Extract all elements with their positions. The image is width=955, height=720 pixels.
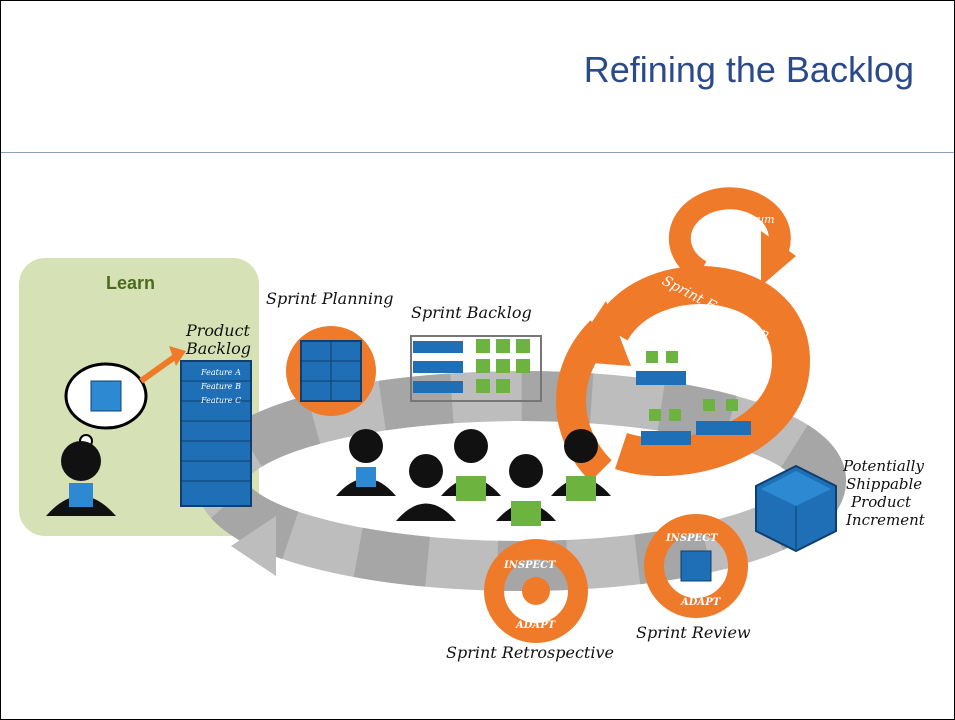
- increment-line2: Shippable: [846, 475, 923, 493]
- sprint-backlog-label: Sprint Backlog: [411, 303, 532, 322]
- sprint-planning-icon: [286, 326, 376, 416]
- retrospective-icon: [484, 539, 588, 643]
- product-backlog-stack: [180, 360, 252, 507]
- daily-scrum-arrow: [668, 187, 796, 286]
- product-backlog-label-line1: Product: [186, 321, 250, 340]
- product-backlog-label-line2: Backlog: [186, 339, 251, 358]
- title-divider: [1, 152, 954, 153]
- review-inspect-label: INSPECT: [666, 533, 718, 544]
- review-adapt-label: ADAPT: [681, 597, 721, 608]
- sprint-review-label: Sprint Review: [636, 623, 751, 642]
- feature-c: Feature C: [201, 396, 242, 405]
- retro-inspect-label: INSPECT: [504, 560, 556, 571]
- slide-title: Refining the Backlog: [583, 49, 914, 90]
- sprint-backlog-grid: [410, 335, 542, 402]
- learner-person: [46, 441, 116, 516]
- sprint-planning-label: Sprint Planning: [266, 289, 394, 308]
- increment-line4: Increment: [846, 511, 925, 529]
- sprint-retrospective-label: Sprint Retrospective: [446, 643, 614, 662]
- feature-b: Feature B: [201, 382, 241, 391]
- task-trees: [636, 351, 751, 445]
- feature-a: Feature A: [201, 368, 241, 377]
- daily-scrum-label: Daily Scrum: [706, 213, 775, 226]
- learn-label: Learn: [106, 273, 156, 293]
- increment-line3: Product: [851, 493, 911, 511]
- increment-line1: Potentially: [843, 457, 924, 475]
- retro-adapt-label: ADAPT: [516, 620, 556, 631]
- scrum-team: [336, 429, 611, 526]
- increment-cube: [755, 464, 837, 553]
- review-icon: [644, 514, 748, 618]
